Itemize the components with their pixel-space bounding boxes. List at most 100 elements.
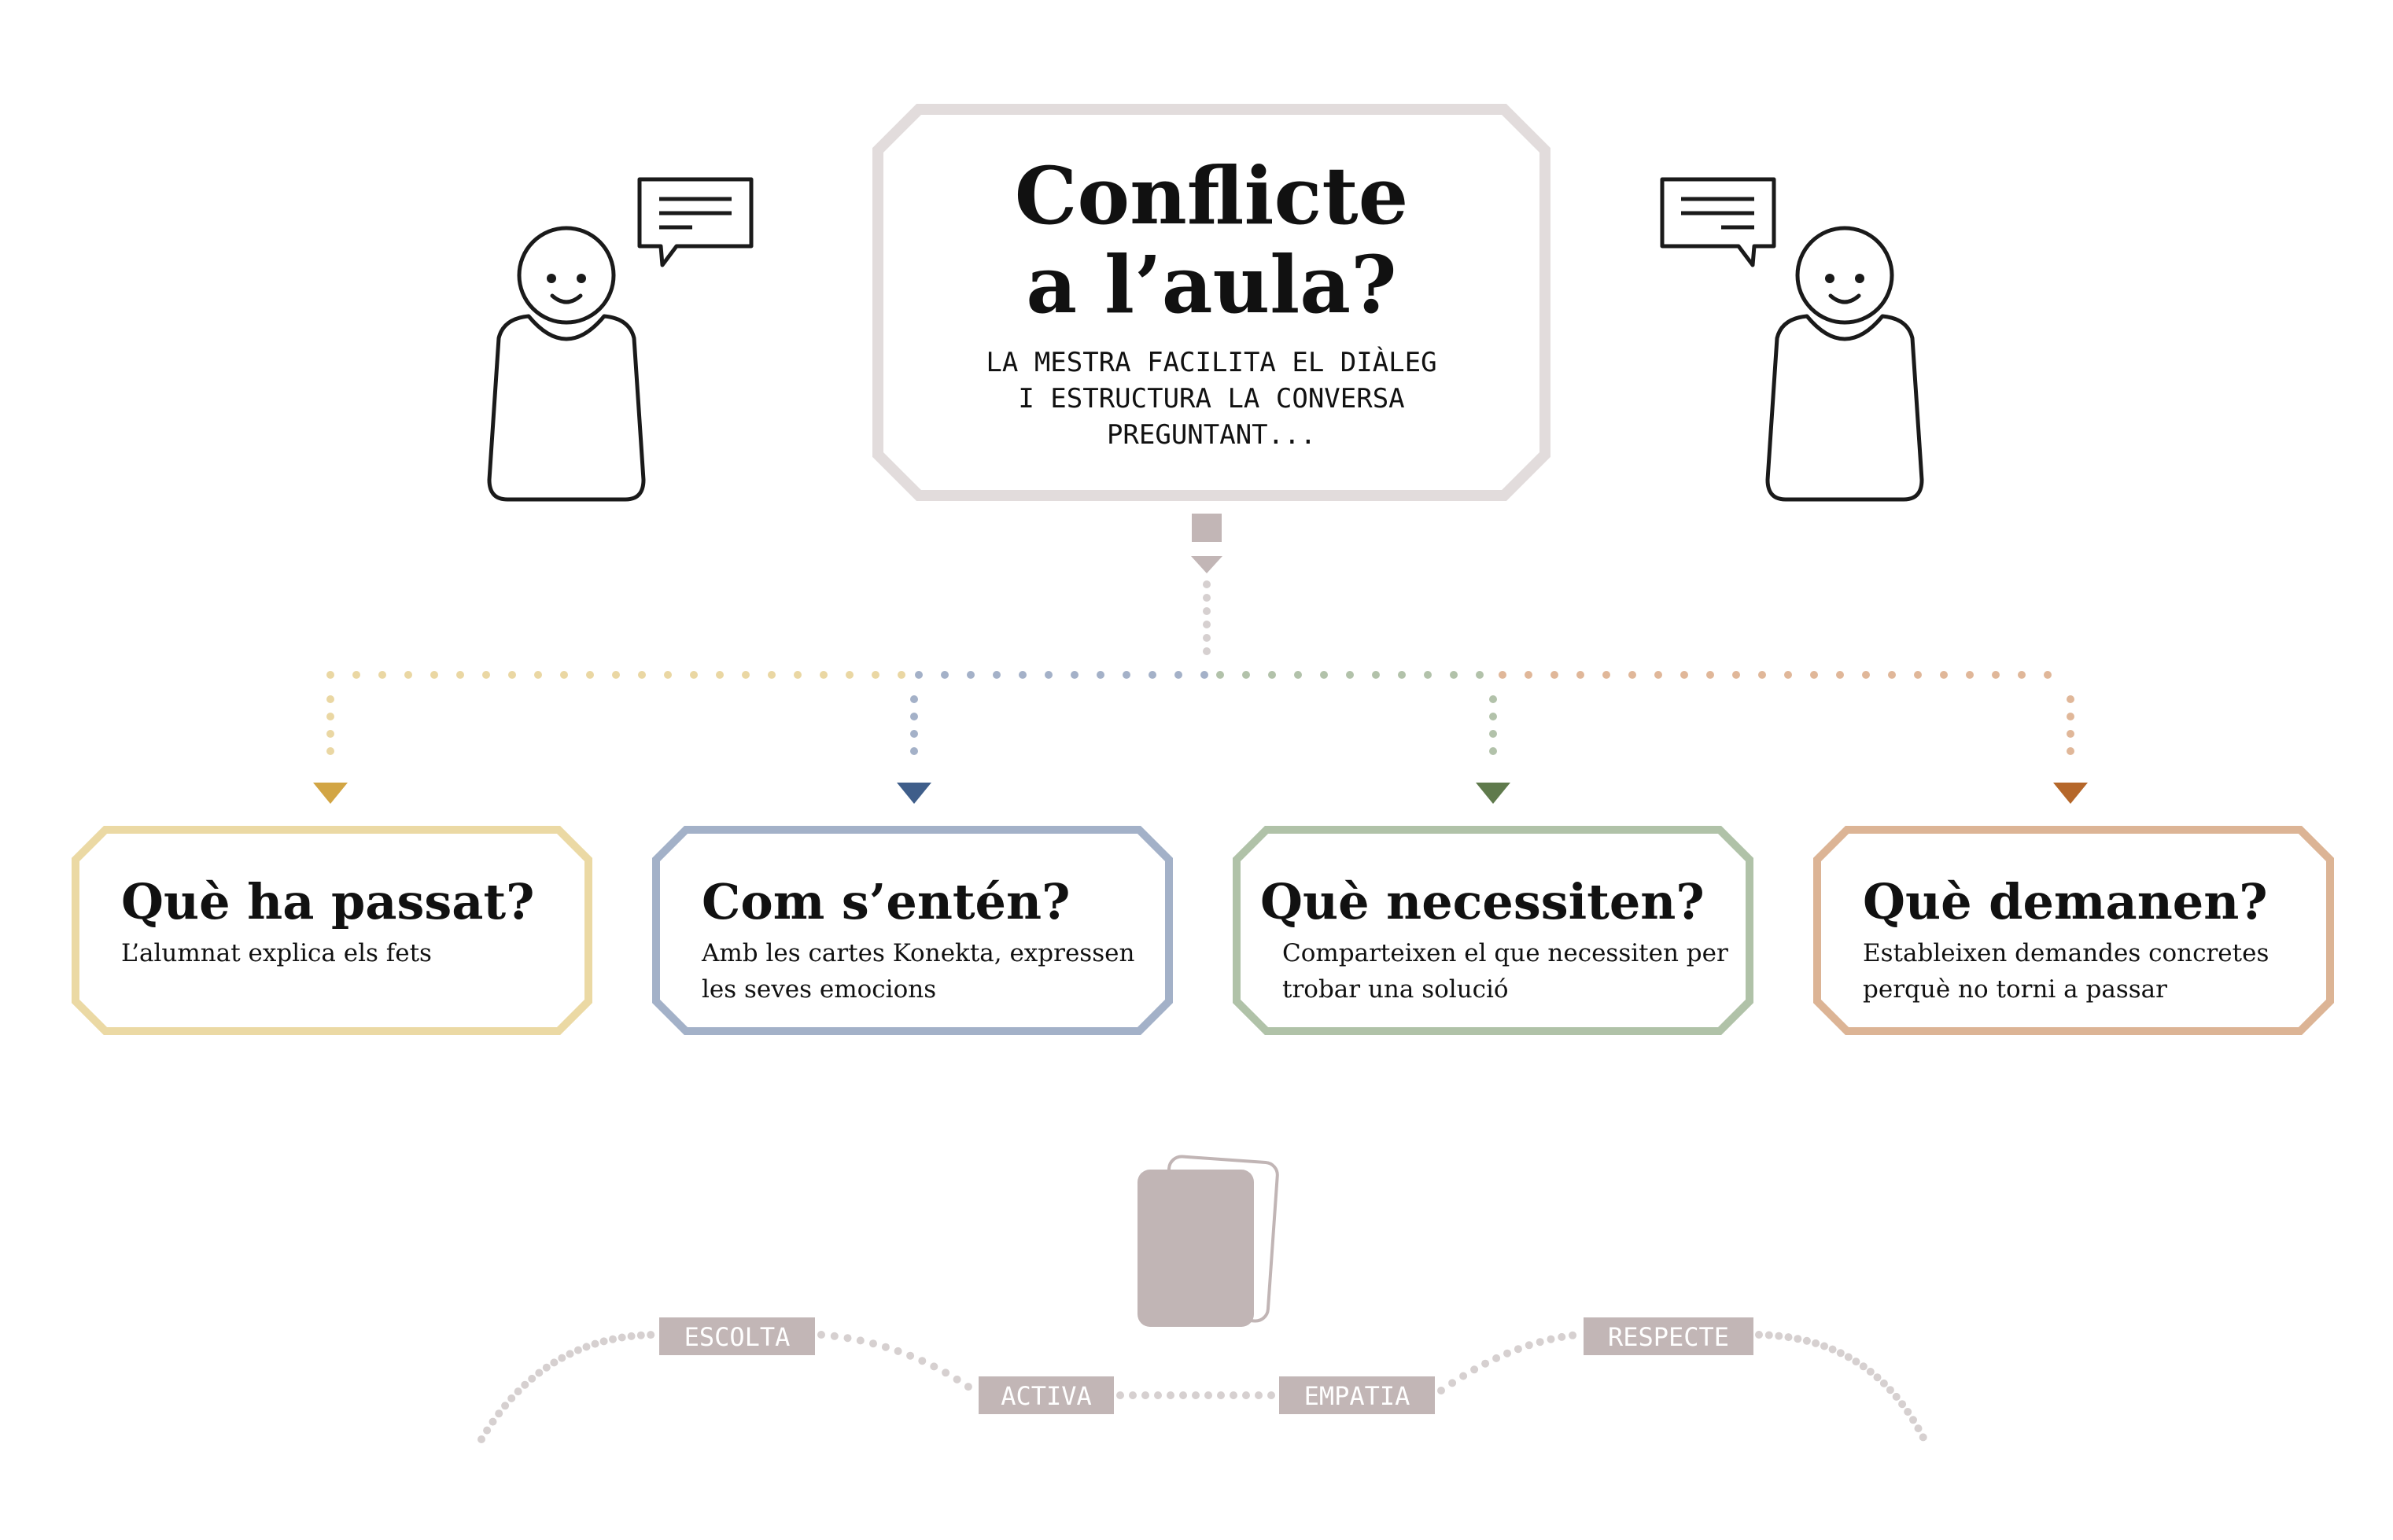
value-dot bbox=[894, 1347, 902, 1355]
branch-dot bbox=[1045, 671, 1053, 679]
value-dot bbox=[647, 1331, 655, 1339]
step-card-frame bbox=[1233, 826, 1753, 1035]
branch-dot bbox=[456, 671, 464, 679]
branch-dot bbox=[1019, 671, 1027, 679]
branch-dot bbox=[1784, 671, 1792, 679]
branch-dot bbox=[1489, 713, 1497, 720]
value-dot bbox=[483, 1426, 492, 1435]
value-dot bbox=[1919, 1433, 1927, 1442]
value-dot bbox=[566, 1350, 574, 1358]
value-dot bbox=[1459, 1372, 1468, 1380]
branch-dot bbox=[1320, 671, 1328, 679]
value-dot bbox=[1859, 1362, 1868, 1371]
value-dot bbox=[477, 1435, 485, 1443]
branch-dot bbox=[846, 671, 854, 679]
branch-dot bbox=[326, 671, 334, 679]
value-dot bbox=[1866, 1368, 1875, 1376]
branch-dot bbox=[1489, 695, 1497, 703]
branch-dot bbox=[1450, 671, 1458, 679]
value-dot bbox=[1167, 1391, 1174, 1399]
branch-dot bbox=[872, 671, 879, 679]
branch-dot bbox=[1732, 671, 1740, 679]
step-description-line2: perquè no torni a passar bbox=[1863, 975, 2167, 1004]
value-dot bbox=[627, 1332, 636, 1340]
branch-dot bbox=[612, 671, 620, 679]
value-dot bbox=[1802, 1336, 1811, 1345]
value-dot bbox=[542, 1363, 551, 1372]
step-description-line2: les seves emocions bbox=[702, 975, 936, 1004]
branch-dot bbox=[1706, 671, 1714, 679]
value-dot bbox=[1503, 1349, 1511, 1358]
connector-dot bbox=[1203, 647, 1211, 655]
value-dot bbox=[1481, 1359, 1490, 1368]
main-question-frame bbox=[872, 104, 1550, 501]
value-tag-activa-label: ACTIVA bbox=[1001, 1381, 1092, 1411]
branch-dot bbox=[1550, 671, 1558, 679]
branch-dot bbox=[1810, 671, 1818, 679]
step-card-frame bbox=[72, 826, 592, 1035]
value-dot bbox=[609, 1335, 617, 1343]
step-description-line1: Estableixen demandes concretes bbox=[1863, 939, 2269, 967]
branch-arrow-icon bbox=[897, 783, 931, 804]
branch-dot bbox=[2018, 671, 2026, 679]
step-card-frame bbox=[1813, 826, 2334, 1035]
branch-dot bbox=[794, 671, 802, 679]
value-dot bbox=[1764, 1331, 1773, 1339]
branch-dot bbox=[1525, 671, 1532, 679]
step-card: Què necessiten?Comparteixen el que neces… bbox=[1233, 826, 1753, 1035]
step-card: Què demanen?Estableixen demandes concret… bbox=[1813, 826, 2334, 1035]
branch-dot bbox=[1758, 671, 1766, 679]
value-dot bbox=[1525, 1341, 1533, 1350]
branch-dot bbox=[638, 671, 646, 679]
value-dot bbox=[817, 1331, 825, 1339]
value-dot bbox=[1448, 1379, 1457, 1387]
branch-dot bbox=[1966, 671, 1974, 679]
value-tag-respecte: RESPECTE bbox=[1584, 1317, 1753, 1355]
value-dot bbox=[1914, 1424, 1923, 1433]
connector-dot bbox=[1203, 621, 1211, 628]
step-description-line1: L’alumnat explica els fets bbox=[121, 939, 432, 967]
value-dot bbox=[1755, 1331, 1763, 1339]
branch-dot bbox=[1123, 671, 1130, 679]
value-dot bbox=[1204, 1391, 1212, 1399]
branch-dot bbox=[508, 671, 516, 679]
steps-row: Què ha passat? L’alumnat explica els fets… bbox=[72, 826, 2334, 1035]
value-dot bbox=[1129, 1391, 1137, 1399]
value-dot bbox=[964, 1383, 972, 1391]
branch-dot bbox=[820, 671, 828, 679]
value-dot bbox=[507, 1394, 516, 1402]
branch-dot bbox=[1346, 671, 1354, 679]
main-title-line1: Conflicte bbox=[1015, 149, 1408, 242]
value-dot bbox=[591, 1339, 599, 1348]
value-dot bbox=[843, 1334, 852, 1343]
branch-dot bbox=[910, 747, 918, 755]
branch-dot bbox=[1914, 671, 1922, 679]
branch-dot bbox=[326, 713, 334, 720]
step-title: Què ha passat? bbox=[121, 873, 534, 930]
branch-dot bbox=[1489, 747, 1497, 755]
branch-dot bbox=[1499, 671, 1506, 679]
value-dot bbox=[1116, 1391, 1124, 1399]
step-title: Què necessiten? bbox=[1260, 873, 1705, 930]
value-dot bbox=[1558, 1332, 1566, 1341]
branch-arrow-icon bbox=[313, 783, 348, 804]
branch-dot bbox=[915, 671, 923, 679]
branch-dot bbox=[378, 671, 386, 679]
value-tag-empatia: EMPATIA bbox=[1279, 1376, 1435, 1414]
branch-dot bbox=[1602, 671, 1610, 679]
value-dot bbox=[1812, 1339, 1820, 1347]
branch-dotted-lines bbox=[313, 671, 2088, 804]
connector-square bbox=[1192, 514, 1222, 542]
konekta-cards-icon bbox=[1138, 1155, 1279, 1327]
branch-dot bbox=[1489, 730, 1497, 738]
value-dot bbox=[930, 1362, 938, 1371]
branch-dot bbox=[1992, 671, 2000, 679]
branch-dot bbox=[1862, 671, 1870, 679]
step-title: Com s’entén? bbox=[702, 873, 1070, 930]
connector-dot bbox=[1203, 607, 1211, 615]
branch-dot bbox=[326, 747, 334, 755]
branch-dot bbox=[1424, 671, 1432, 679]
right-speech-bubble-icon bbox=[1660, 177, 1776, 267]
value-dot bbox=[1192, 1391, 1200, 1399]
